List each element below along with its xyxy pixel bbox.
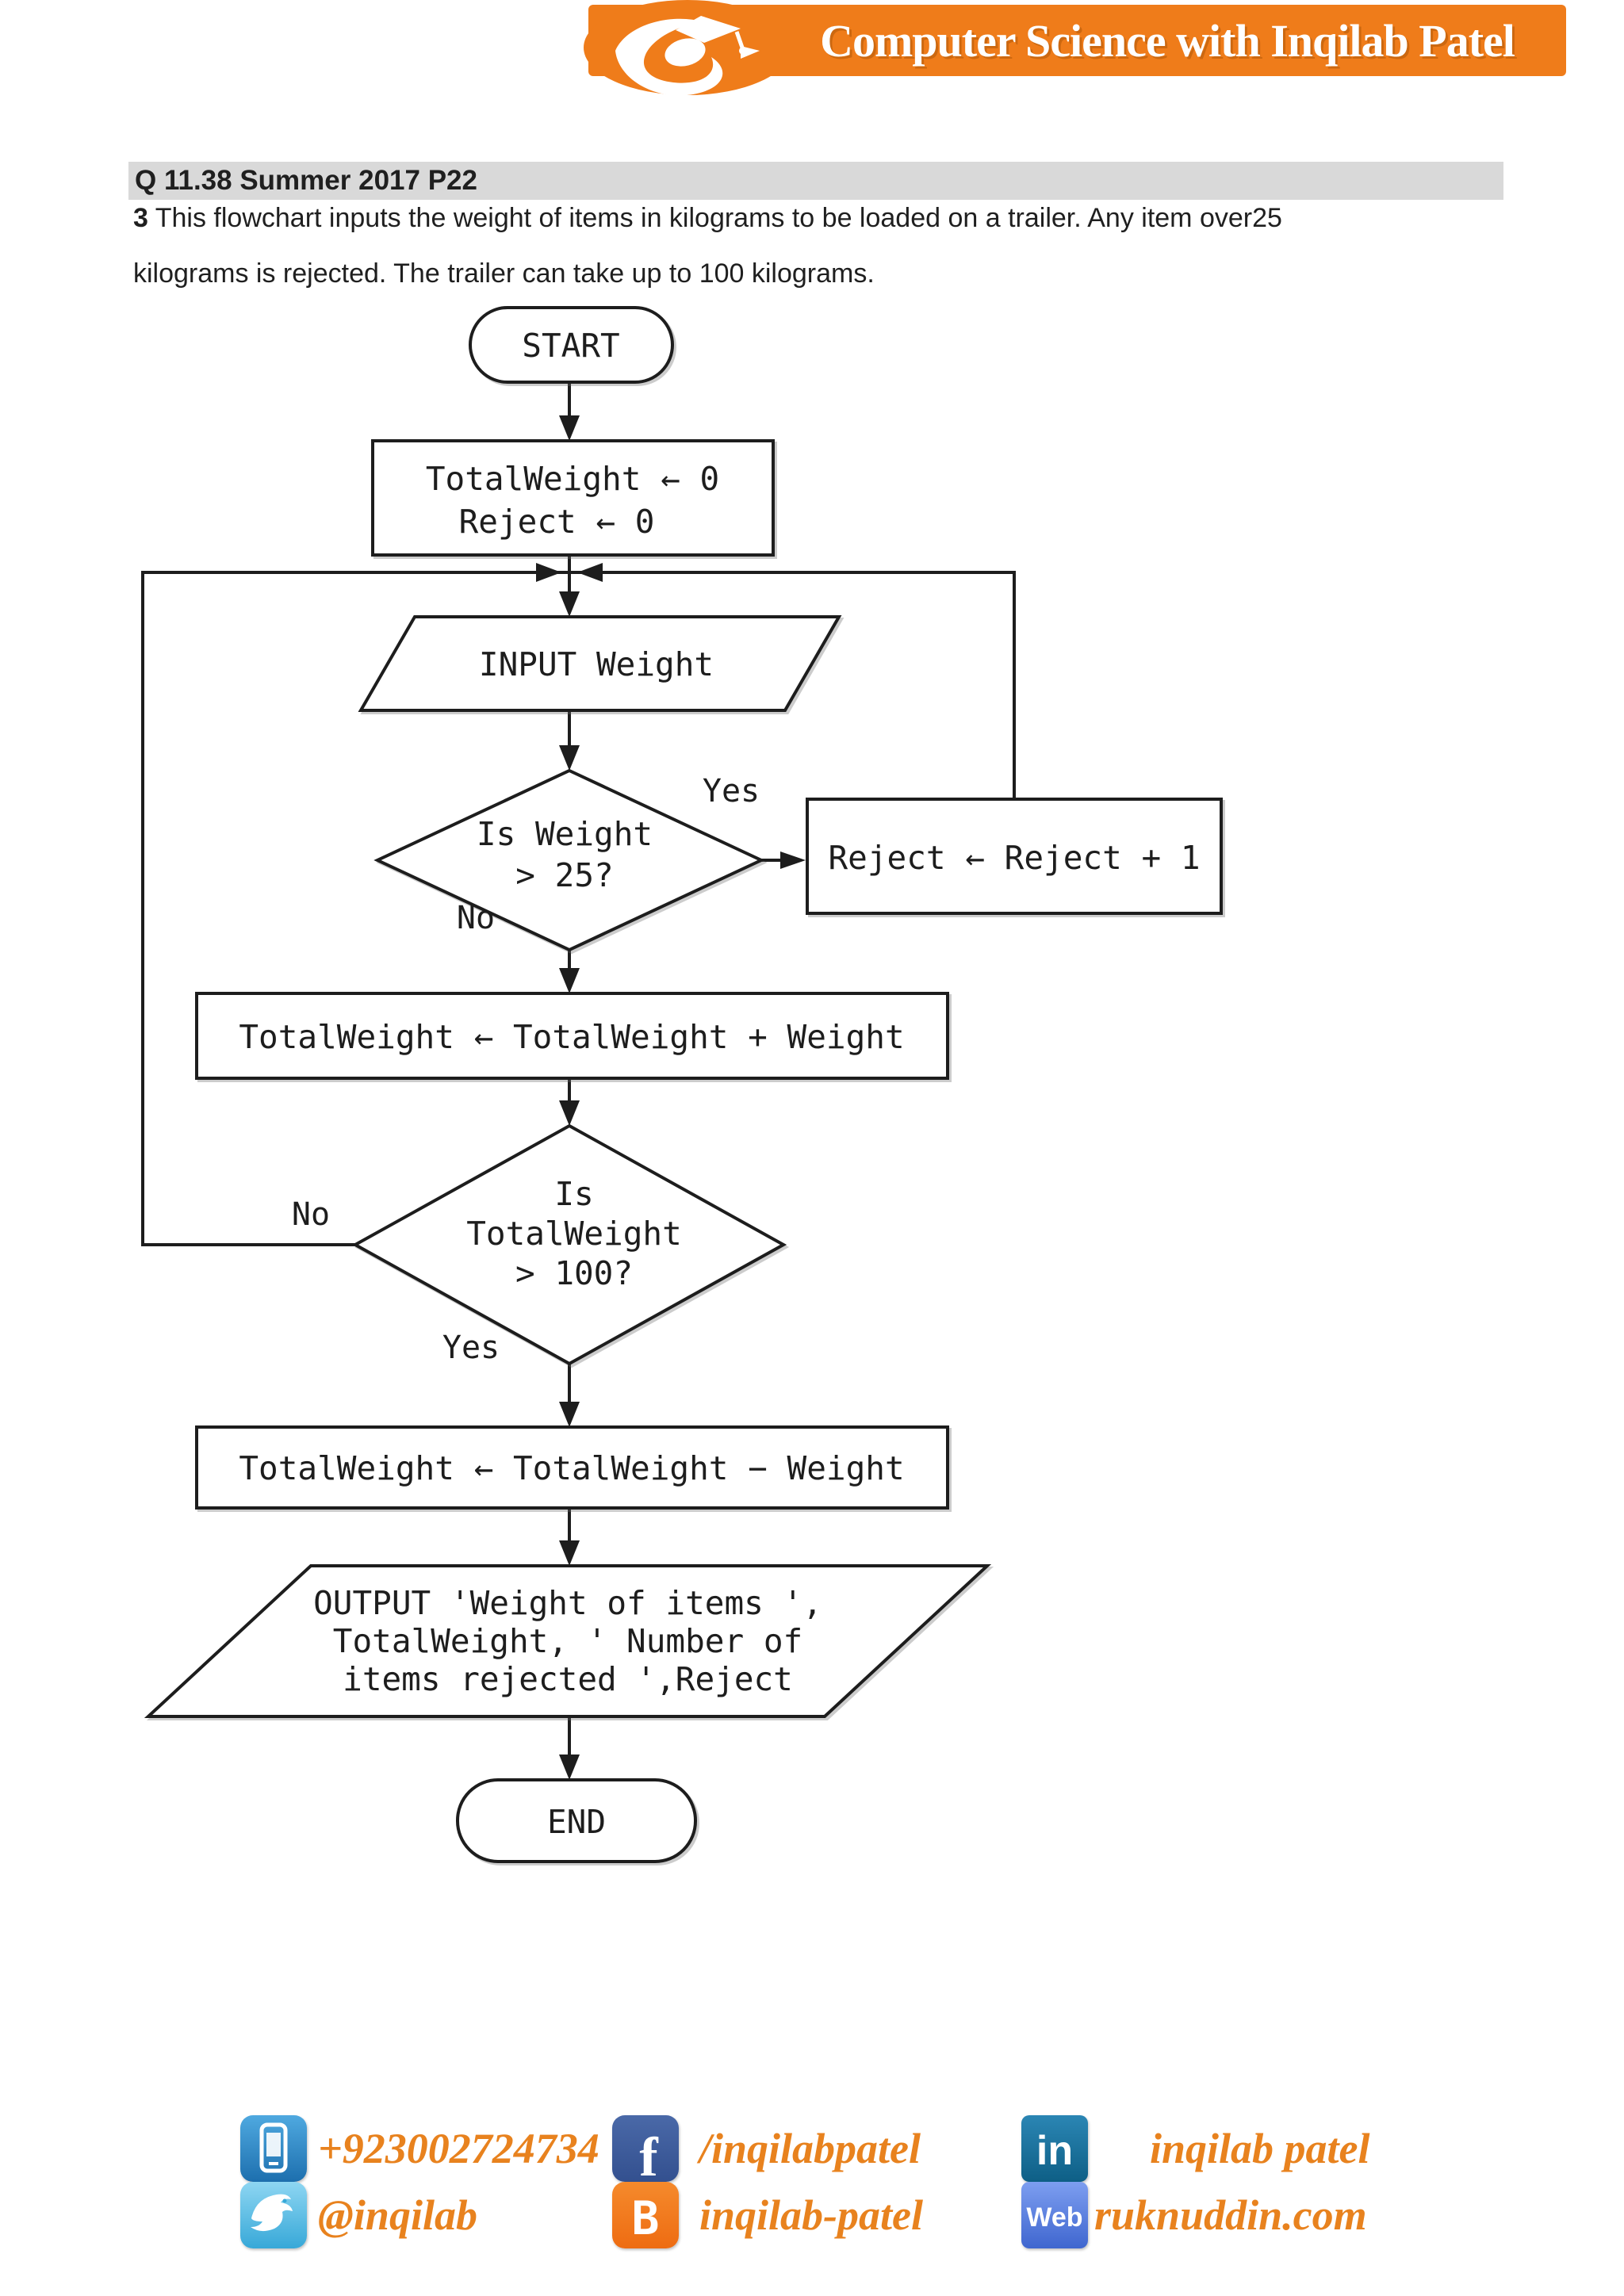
arrowhead-junction-from-right <box>577 563 603 582</box>
arrowhead-down-decision2 <box>559 1100 580 1126</box>
facebook-icon[interactable]: f <box>612 2115 679 2182</box>
footer-phone-item: +923002724734 <box>240 2115 599 2182</box>
twitter-handle[interactable]: @inqilab <box>318 2191 477 2239</box>
init-line1: TotalWeight ← 0 <box>425 460 720 498</box>
question-ref: Q 11.38 Summer 2017 P22 <box>135 165 477 196</box>
reject-process-shape <box>806 798 1223 915</box>
svg-text:Web: Web <box>1026 2202 1082 2233</box>
footer-twitter-item[interactable]: @inqilab <box>240 2182 477 2248</box>
svg-text:B: B <box>632 2191 660 2245</box>
linkedin-icon[interactable]: in <box>1021 2115 1088 2182</box>
arrowhead-down-add <box>559 968 580 993</box>
decision2-line1: Is <box>554 1175 594 1213</box>
add-process-shape <box>195 992 949 1080</box>
init-process-shape <box>371 439 775 557</box>
add-label: TotalWeight ← TotalWeight + Weight <box>239 1018 905 1056</box>
question-number: 3 <box>133 203 148 233</box>
output-line2: TotalWeight, ' Number of <box>332 1622 803 1660</box>
decision1-diamond-shape <box>373 768 765 952</box>
phone-number: +923002724734 <box>318 2125 599 2172</box>
arrowhead-down-end <box>559 1755 580 1780</box>
arrowhead-junction-from-left <box>536 563 561 582</box>
decision2-no-label: No <box>291 1196 331 1233</box>
decision1-yes-label: Yes <box>702 773 760 809</box>
svg-text:f: f <box>639 2127 658 2182</box>
input-label: INPUT Weight <box>478 645 714 683</box>
subtract-label: TotalWeight ← TotalWeight − Weight <box>239 1449 905 1487</box>
header-banner: Computer Science with Inqilab Patel <box>584 0 1566 96</box>
svg-text:in: in <box>1036 2128 1073 2174</box>
end-label: END <box>546 1803 607 1841</box>
reject-label: Reject ← Reject + 1 <box>828 839 1201 877</box>
footer-blogger-item[interactable]: B inqilab-patel <box>612 2182 923 2248</box>
web-icon[interactable]: Web <box>1021 2182 1088 2248</box>
decision2-line3: > 100? <box>515 1254 634 1292</box>
output-parallelogram-shape <box>144 1564 992 1718</box>
decision1-no-label: No <box>456 900 496 936</box>
question-text-line2: kilograms is rejected. The trailer can t… <box>133 258 875 289</box>
blogger-icon[interactable]: B <box>612 2182 679 2248</box>
decision1-line1: Is Weight <box>476 815 653 853</box>
end-terminator-shape <box>456 1778 697 1863</box>
decision2-line2: TotalWeight <box>466 1215 682 1253</box>
arrowhead-down-decision1 <box>559 745 580 771</box>
start-terminator-shape <box>469 306 674 384</box>
twitter-icon[interactable] <box>240 2182 307 2248</box>
arrowhead-down-init <box>559 415 580 441</box>
arrowhead-down-subtract <box>559 1402 580 1427</box>
loop-rails-line <box>141 571 1016 1246</box>
blogger-handle[interactable]: inqilab-patel <box>699 2191 923 2239</box>
question-ref-bar: Q 11.38 Summer 2017 P22 <box>128 162 1503 200</box>
facebook-handle[interactable]: /inqilabpatel <box>699 2125 921 2172</box>
output-line1: OUTPUT 'Weight of items ', <box>313 1584 822 1622</box>
linkedin-name[interactable]: inqilab patel <box>1150 2125 1370 2172</box>
brand-title: Computer Science with Inqilab Patel <box>820 14 1515 67</box>
input-parallelogram-shape <box>358 615 842 712</box>
output-line3: items rejected ',Reject <box>343 1660 793 1698</box>
init-line2: Reject ← 0 <box>458 503 655 541</box>
decision2-diamond-shape <box>351 1123 787 1366</box>
footer-web-item[interactable]: Web ruknuddin.com <box>1021 2182 1367 2248</box>
arrowhead-down-output <box>559 1540 580 1566</box>
website-url[interactable]: ruknuddin.com <box>1094 2191 1367 2239</box>
decision2-yes-label: Yes <box>442 1330 500 1366</box>
arrowhead-right-reject <box>780 851 806 869</box>
brand-logo-icon <box>584 0 791 96</box>
arrowhead-down-input <box>559 591 580 617</box>
start-label: START <box>522 327 620 365</box>
footer-facebook-item[interactable]: f /inqilabpatel <box>612 2115 921 2182</box>
question-text-line1: 3 This flowchart inputs the weight of it… <box>133 203 1282 233</box>
subtract-process-shape <box>195 1425 949 1510</box>
footer-linkedin-item[interactable]: in inqilab patel <box>1021 2115 1370 2182</box>
decision1-line2: > 25? <box>515 856 614 894</box>
phone-icon <box>240 2115 307 2182</box>
